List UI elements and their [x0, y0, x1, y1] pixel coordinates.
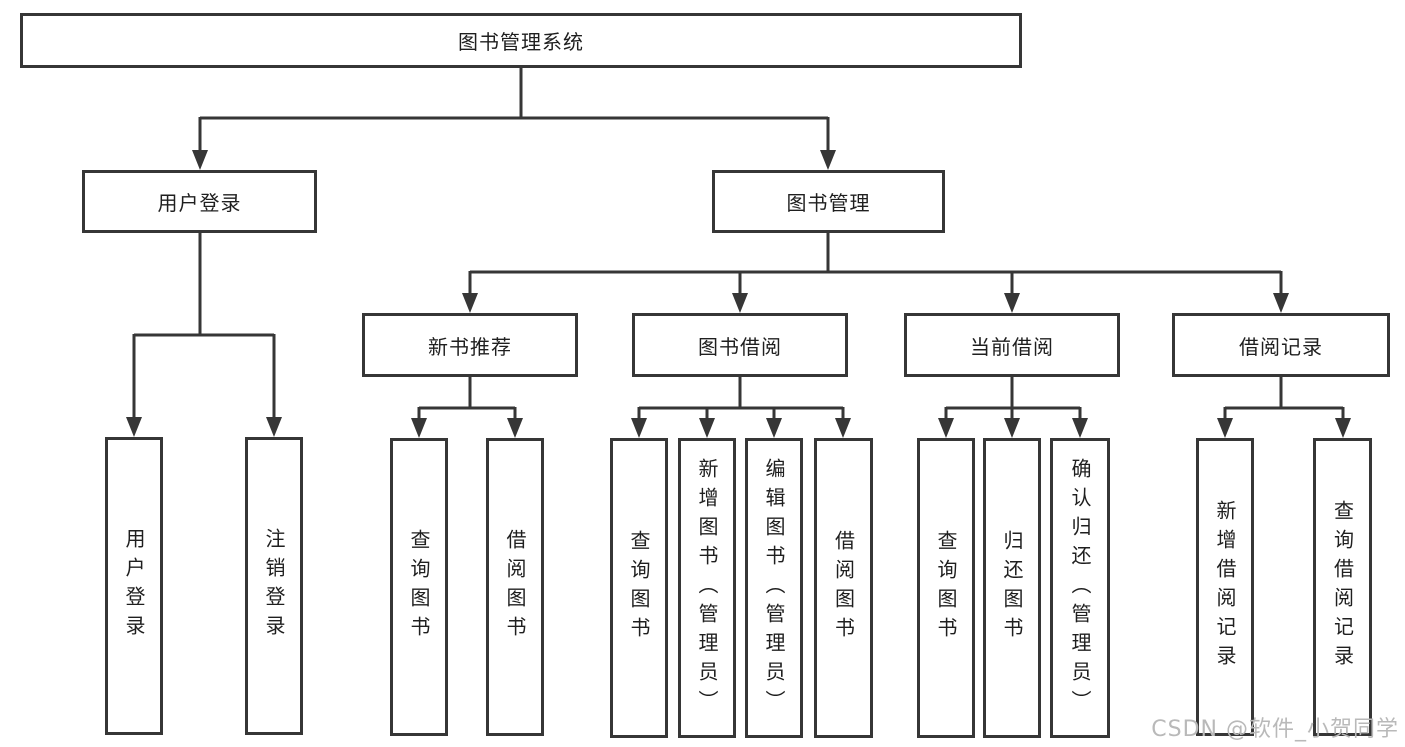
leaf-label: 查询图书 [407, 529, 431, 645]
leaf-label: 确认归还（管理员） [1068, 457, 1092, 719]
leaf-label: 编辑图书（管理员） [762, 457, 786, 719]
connector-new-book-recommend-children [411, 377, 523, 438]
node-new-book-recommend: 新书推荐 [362, 313, 578, 377]
node-leaf-return-books: 归还图书 [983, 438, 1041, 738]
node-leaf-edit-books-admin: 编辑图书（管理员） [745, 438, 803, 738]
leaf-label: 用户登录 [122, 528, 146, 644]
leaf-label: 注销登录 [262, 528, 286, 644]
node-leaf-user-login: 用户登录 [105, 437, 163, 735]
leaf-label: 借阅图书 [831, 530, 856, 646]
node-book-management: 图书管理 [712, 170, 945, 233]
node-leaf-confirm-return-admin: 确认归还（管理员） [1050, 438, 1110, 738]
node-leaf-add-books-admin: 新增图书（管理员） [678, 438, 736, 738]
node-user-login: 用户登录 [82, 170, 317, 233]
leaf-label: 归还图书 [1000, 530, 1024, 646]
connector-current-borrowing-children [938, 377, 1088, 438]
node-current-borrowing: 当前借阅 [904, 313, 1120, 377]
csdn-watermark: CSDN @软件_小贺同学 [1151, 717, 1399, 742]
leaf-label: 新增借阅记录 [1213, 500, 1237, 674]
node-leaf-query-borrow-record: 查询借阅记录 [1313, 438, 1372, 736]
connector-borrowing-records-children [1217, 377, 1351, 438]
connector-book-borrowing-children [631, 377, 851, 438]
connector-root-to-level2 [192, 68, 836, 170]
node-leaf-logout: 注销登录 [245, 437, 303, 735]
node-borrowing-records: 借阅记录 [1172, 313, 1390, 377]
connector-book-management-children [462, 233, 1289, 313]
leaf-label: 借阅图书 [503, 529, 527, 645]
leaf-label: 查询图书 [627, 530, 651, 646]
node-leaf-add-borrow-record: 新增借阅记录 [1196, 438, 1254, 736]
connector-user-login-children [126, 233, 282, 437]
node-leaf-borrow-books-a: 借阅图书 [486, 438, 544, 736]
leaf-label: 查询借阅记录 [1330, 500, 1355, 674]
node-leaf-query-books-a: 查询图书 [390, 438, 448, 736]
node-book-borrowing: 图书借阅 [632, 313, 848, 377]
node-leaf-borrow-books-b: 借阅图书 [814, 438, 873, 738]
node-leaf-query-books-b: 查询图书 [610, 438, 668, 738]
node-book-management-system: 图书管理系统 [20, 13, 1022, 68]
node-leaf-query-books-c: 查询图书 [917, 438, 975, 738]
leaf-label: 查询图书 [934, 530, 958, 646]
leaf-label: 新增图书（管理员） [695, 457, 719, 719]
